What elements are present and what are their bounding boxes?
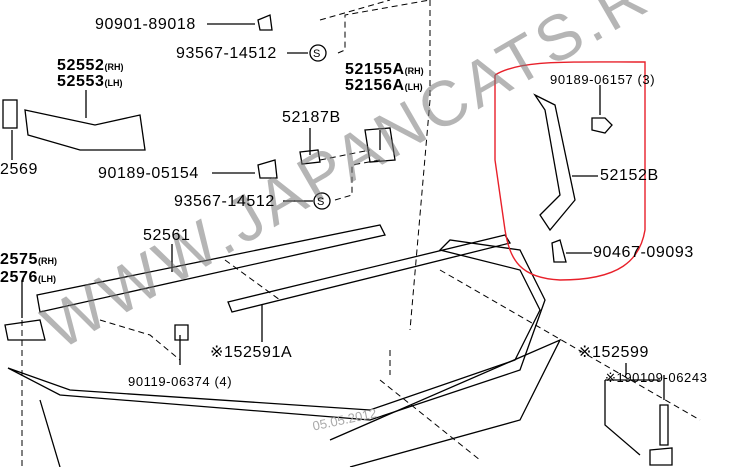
part-190109-06243: ※190109-06243 <box>605 370 708 385</box>
part-2569: 2569 <box>0 161 38 178</box>
highlight-outline <box>494 61 646 281</box>
lh-tag: (LH) <box>404 82 423 92</box>
part-90901-89018: 90901-89018 <box>95 16 196 33</box>
part-90119-06374: 90119-06374 (4) <box>128 374 233 389</box>
part-52561: 52561 <box>143 227 191 244</box>
part-93567-14512-bottom: 93567-14512 <box>174 193 275 210</box>
parts <box>2 14 673 467</box>
part-152591a: ※152591A <box>210 344 293 361</box>
part-52553: 52553 <box>57 73 105 90</box>
part-52156a: 52156A <box>345 77 405 94</box>
part-93567-14512-top: 93567-14512 <box>176 45 277 62</box>
rh-tag: (RH) <box>104 62 124 72</box>
part-2575: 2575 <box>0 251 38 268</box>
part-90467-09093: 90467-09093 <box>593 244 694 261</box>
part-52155a: 52155A <box>345 61 405 78</box>
part-90189-06157: 90189-06157 (3) <box>550 72 656 87</box>
rh-tag: (RH) <box>404 66 424 76</box>
lh-tag: (LH) <box>104 78 123 88</box>
rh-tag: (RH) <box>38 256 57 266</box>
part-52552: 52552 <box>57 57 105 74</box>
part-52152b: 52152B <box>600 167 659 184</box>
dashed-guides <box>21 0 701 467</box>
part-2576: 2576 <box>0 269 38 286</box>
lh-tag: (LH) <box>38 274 56 284</box>
s-symbol-bottom: S <box>317 196 325 208</box>
part-152599: ※152599 <box>578 344 649 361</box>
s-symbol-top: S <box>313 48 321 60</box>
part-90189-05154: 90189-05154 <box>98 165 199 182</box>
part-52187b: 52187B <box>282 109 341 126</box>
